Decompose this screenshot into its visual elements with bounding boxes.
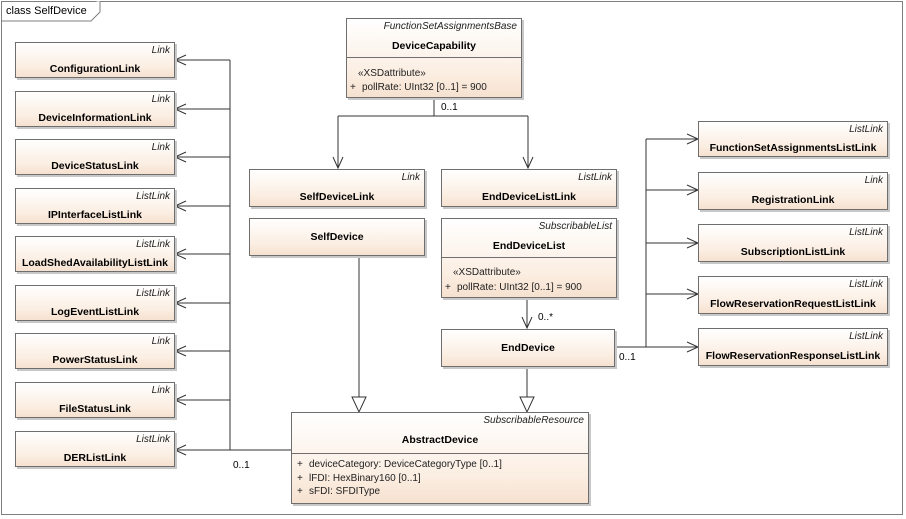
stereotype-label: ListLink bbox=[849, 124, 883, 135]
stereotype-label: ListLink bbox=[578, 172, 612, 183]
attribute-text: sFDI: SFDIType bbox=[309, 486, 381, 497]
ip-interface-list-link-class[interactable]: ListLink IPInterfaceListLink bbox=[15, 188, 175, 224]
class-name: IPInterfaceListLink bbox=[48, 209, 142, 221]
attribute-text: pollRate: UInt32 [0..1] = 900 bbox=[457, 282, 582, 293]
stereotype-label: SubscribableList bbox=[538, 221, 612, 232]
visibility-marker: + bbox=[297, 459, 303, 470]
class-name: DeviceStatusLink bbox=[51, 160, 139, 172]
stereotype-label: Link bbox=[151, 142, 170, 153]
class-name: FunctionSetAssignmentsListLink bbox=[709, 142, 877, 154]
stereotype-label: Link bbox=[151, 45, 170, 56]
assoc-device-capability-fork bbox=[337, 98, 529, 168]
self-device-class[interactable]: SelfDevice bbox=[249, 218, 425, 256]
gen-triangle-self-device bbox=[351, 396, 367, 414]
stereotype-label: Link bbox=[864, 175, 883, 186]
attribute-text: lFDI: HexBinary160 [0..1] bbox=[309, 473, 421, 484]
device-capability-class[interactable]: FunctionSetAssignmentsBase DeviceCapabil… bbox=[346, 18, 522, 98]
multiplicity-end-device-list: 0..* bbox=[538, 312, 554, 323]
class-name: EndDeviceList bbox=[492, 240, 566, 252]
class-name: AbstractDevice bbox=[401, 434, 479, 446]
stereotype-label: ListLink bbox=[136, 191, 170, 202]
visibility-marker: + bbox=[350, 82, 356, 93]
stereotype-label: SubscribableResource bbox=[483, 415, 584, 426]
subscription-list-link-class[interactable]: ListLink SubscriptionListLink bbox=[698, 224, 888, 262]
stereotype-label: ListLink bbox=[849, 227, 883, 238]
power-status-link-class[interactable]: Link PowerStatusLink bbox=[15, 333, 175, 369]
attribute-stereotype: «XSDattribute» bbox=[358, 68, 426, 79]
visibility-marker: + bbox=[297, 473, 303, 484]
class-name: DeviceInformationLink bbox=[38, 112, 152, 124]
class-name: ConfigurationLink bbox=[49, 63, 141, 75]
end-device-class[interactable]: EndDevice bbox=[441, 329, 615, 367]
stereotype-label: ListLink bbox=[849, 279, 883, 290]
class-name: EndDevice bbox=[501, 342, 555, 354]
class-name: FileStatusLink bbox=[59, 403, 131, 415]
gen-triangle-end-device bbox=[519, 396, 535, 414]
attribute-row: + sFDI: SFDIType bbox=[297, 486, 380, 497]
stereotype-label: ListLink bbox=[136, 434, 170, 445]
log-event-list-link-class[interactable]: ListLink LogEventListLink bbox=[15, 285, 175, 321]
stereotype-label: Link bbox=[151, 94, 170, 105]
configuration-link-class[interactable]: Link ConfigurationLink bbox=[15, 42, 175, 78]
class-name: DERListLink bbox=[63, 452, 127, 464]
stereotype-label: FunctionSetAssignmentsBase bbox=[383, 21, 517, 32]
abstract-device-class[interactable]: SubscribableResource AbstractDevice + dev… bbox=[291, 412, 589, 504]
class-name: SubscriptionListLink bbox=[740, 246, 846, 258]
frame-label: class SelfDevice bbox=[6, 5, 87, 17]
visibility-marker: + bbox=[297, 486, 303, 497]
attribute-stereotype: «XSDattribute» bbox=[453, 267, 521, 278]
der-list-link-class[interactable]: ListLink DERListLink bbox=[15, 431, 175, 467]
multiplicity-device-capability: 0..1 bbox=[441, 102, 458, 113]
flow-reservation-response-list-link-class[interactable]: ListLink FlowReservationResponseListLink bbox=[698, 328, 888, 366]
class-name: RegistrationLink bbox=[751, 194, 835, 206]
load-shed-availability-list-link-class[interactable]: ListLink LoadShedAvailabilityListLink bbox=[15, 236, 175, 272]
class-name: EndDeviceListLink bbox=[482, 191, 576, 203]
class-name: DeviceCapability bbox=[391, 40, 477, 52]
attribute-row: + deviceCategory: DeviceCategoryType [0..… bbox=[297, 459, 502, 470]
visibility-marker: + bbox=[445, 282, 451, 293]
stereotype-label: ListLink bbox=[136, 288, 170, 299]
stereotype-label: Link bbox=[401, 172, 420, 183]
flow-reservation-request-list-link-class[interactable]: ListLink FlowReservationRequestListLink bbox=[698, 276, 888, 314]
multiplicity-end-device: 0..1 bbox=[619, 352, 636, 363]
stereotype-label: ListLink bbox=[849, 331, 883, 342]
compartment-divider bbox=[347, 57, 521, 58]
attribute-text: pollRate: UInt32 [0..1] = 900 bbox=[362, 82, 487, 93]
device-information-link-class[interactable]: Link DeviceInformationLink bbox=[15, 91, 175, 127]
registration-link-class[interactable]: Link RegistrationLink bbox=[698, 172, 888, 210]
device-status-link-class[interactable]: Link DeviceStatusLink bbox=[15, 139, 175, 175]
class-name: SelfDevice bbox=[310, 231, 364, 243]
attribute-row: + pollRate: UInt32 [0..1] = 900 bbox=[350, 82, 487, 93]
multiplicity-abstract-device: 0..1 bbox=[233, 460, 250, 471]
attribute-text: deviceCategory: DeviceCategoryType [0..1… bbox=[309, 459, 502, 470]
function-set-assignments-list-link-class[interactable]: ListLink FunctionSetAssignmentsListLink bbox=[698, 121, 888, 157]
compartment-divider bbox=[292, 453, 588, 454]
class-name: SelfDeviceLink bbox=[299, 191, 375, 203]
attribute-row: + pollRate: UInt32 [0..1] = 900 bbox=[445, 282, 582, 293]
file-status-link-class[interactable]: Link FileStatusLink bbox=[15, 382, 175, 418]
compartment-divider bbox=[442, 257, 616, 258]
stereotype-label: Link bbox=[151, 385, 170, 396]
attribute-row: + lFDI: HexBinary160 [0..1] bbox=[297, 473, 421, 484]
self-device-link-class[interactable]: Link SelfDeviceLink bbox=[249, 169, 425, 207]
right-trunk bbox=[615, 139, 647, 348]
class-name: LoadShedAvailabilityListLink bbox=[21, 257, 169, 269]
stereotype-label: ListLink bbox=[136, 239, 170, 250]
end-device-list-link-class[interactable]: ListLink EndDeviceListLink bbox=[441, 169, 617, 207]
class-name: FlowReservationRequestListLink bbox=[710, 298, 876, 310]
end-device-list-class[interactable]: SubscribableList EndDeviceList «XSDattri… bbox=[441, 218, 617, 298]
class-name: LogEventListLink bbox=[50, 306, 140, 318]
class-name: PowerStatusLink bbox=[52, 354, 138, 366]
class-name: FlowReservationResponseListLink bbox=[705, 350, 881, 362]
stereotype-label: Link bbox=[151, 336, 170, 347]
